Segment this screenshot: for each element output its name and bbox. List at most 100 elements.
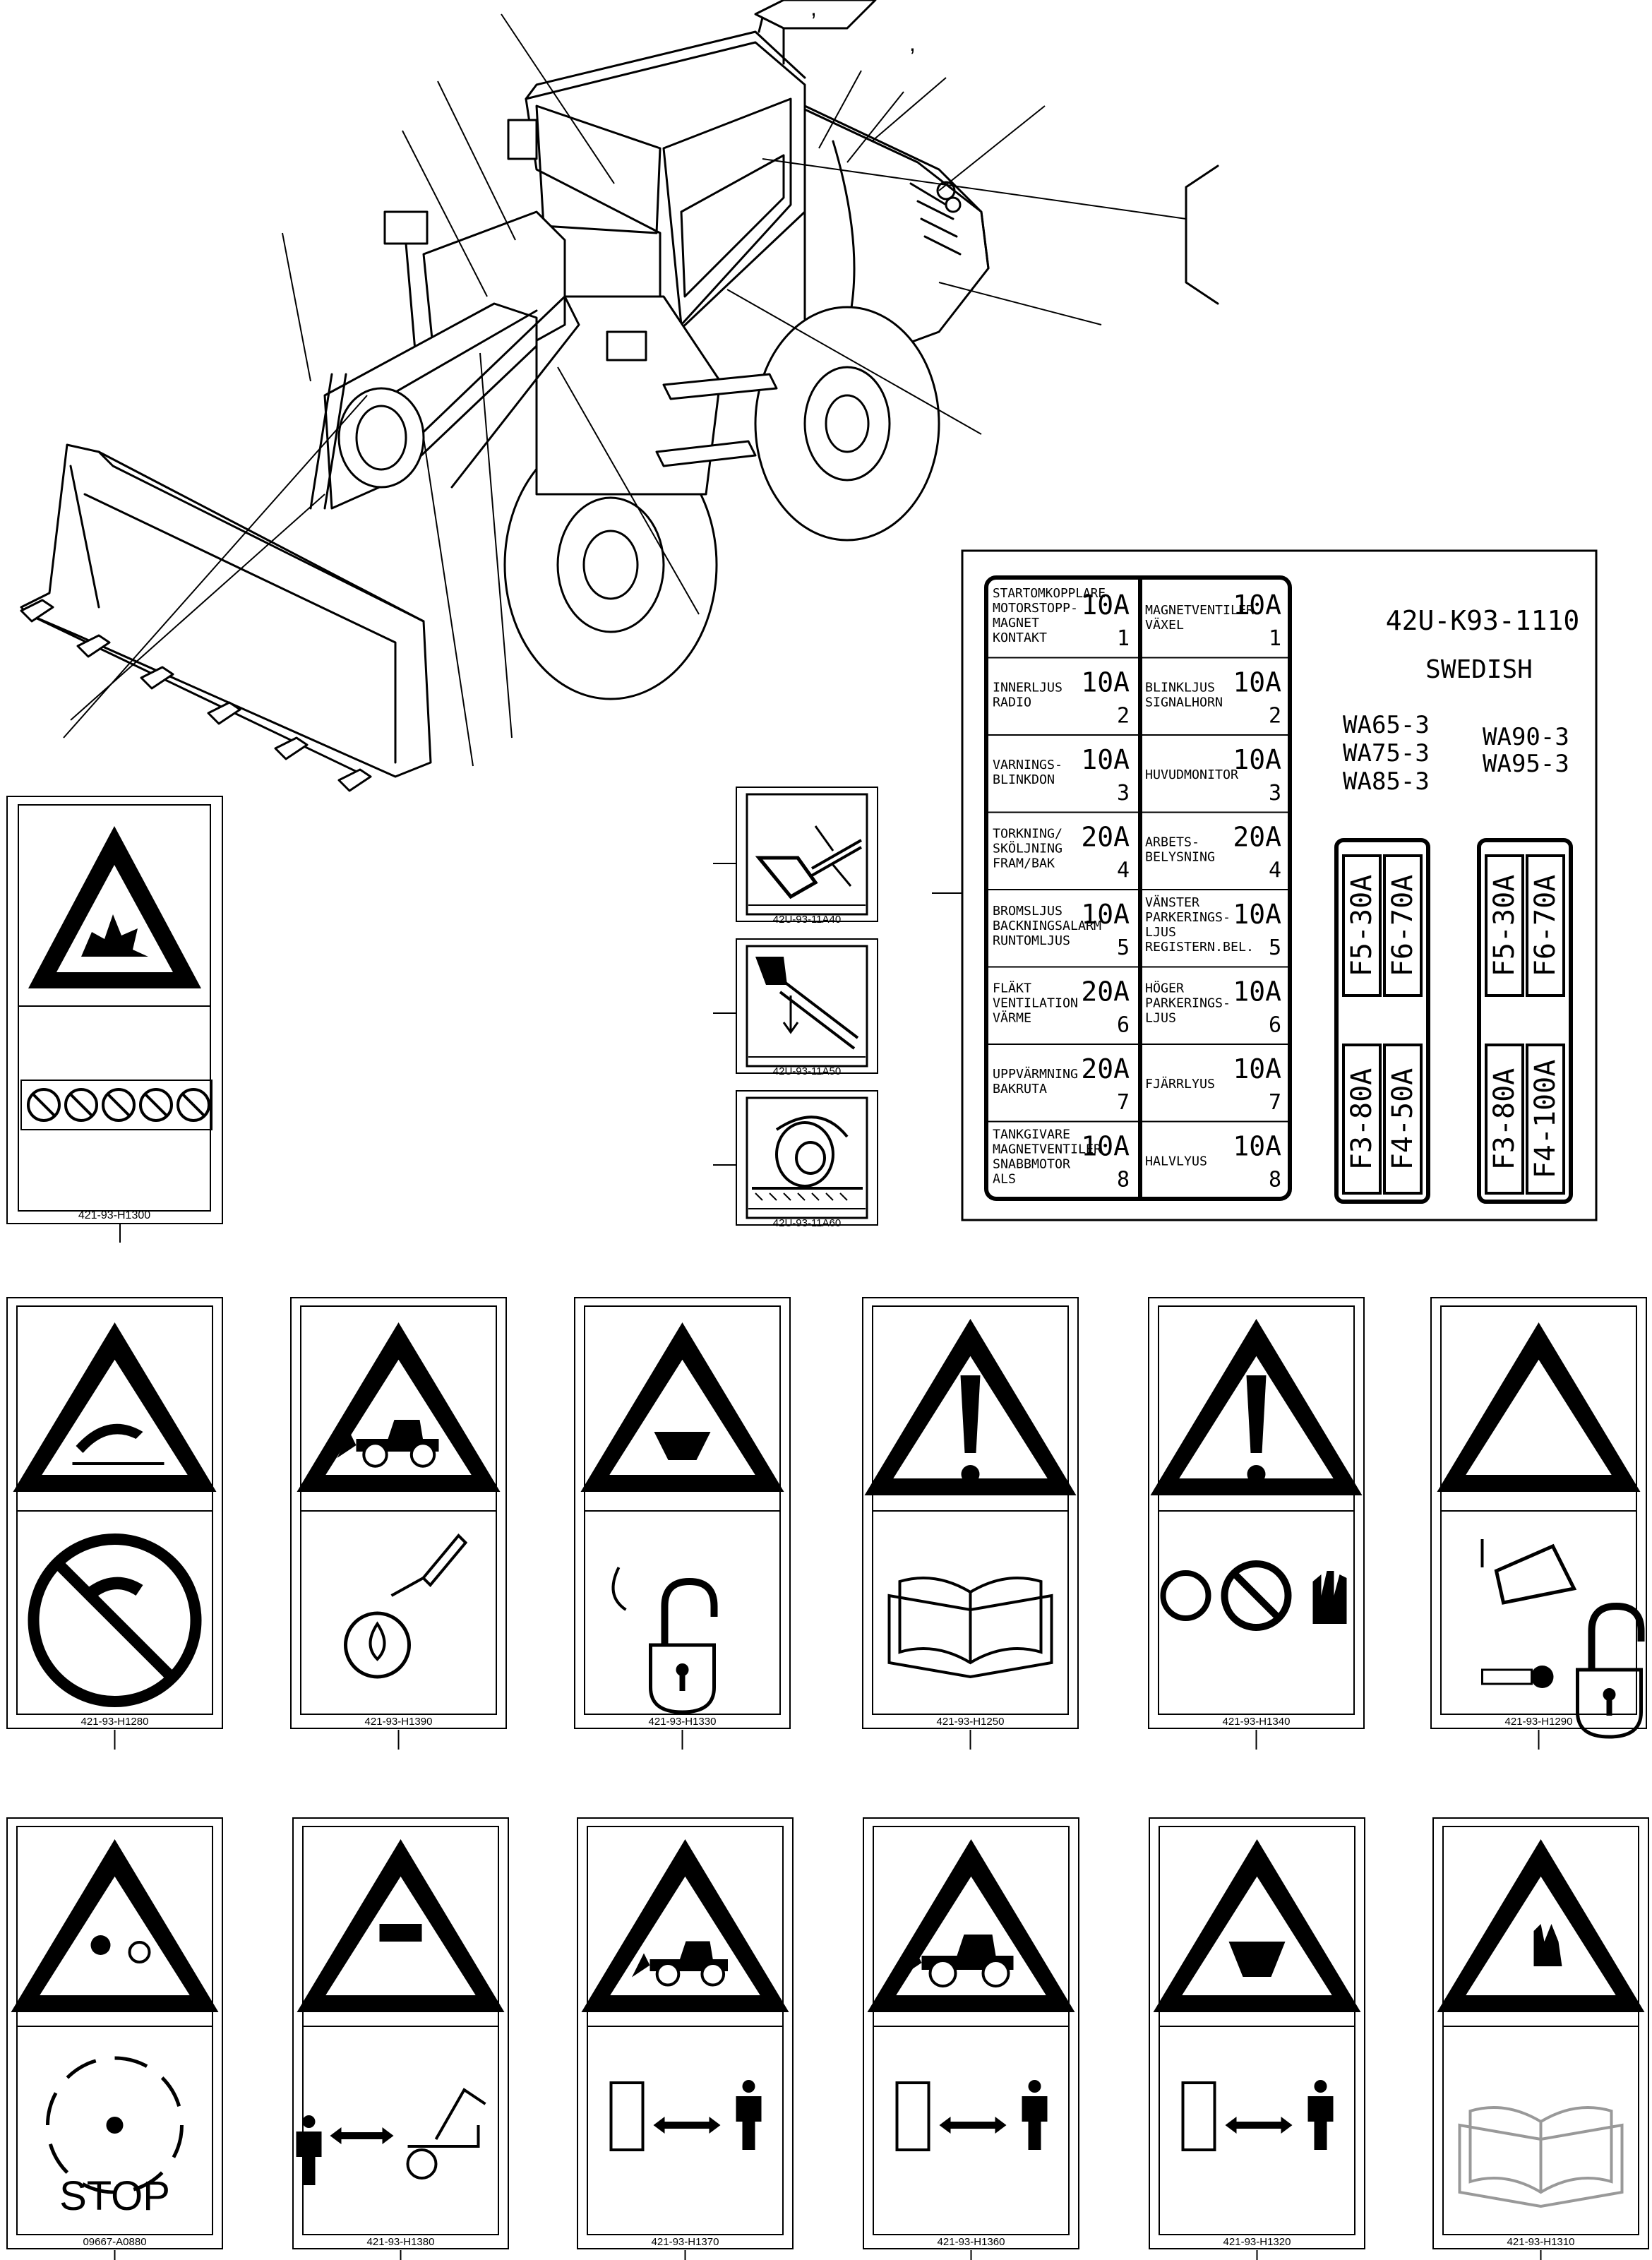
fuse-amperage: 10A <box>1081 899 1130 930</box>
person-icon <box>1022 2096 1048 2150</box>
loader-bucket-icon <box>900 1949 922 1977</box>
fuse-circuit-label: BAKRUTA <box>993 1082 1047 1096</box>
oil-can-spout-icon <box>390 1577 424 1597</box>
key-blade-icon <box>1481 1668 1533 1685</box>
fuse-circuit-label: MAGNETVENTILER <box>1145 603 1254 618</box>
belt-pulley-icon <box>128 1941 151 1963</box>
decal-h1300: 421-93-H1300 <box>6 796 223 1243</box>
warning-triangle-inner <box>1466 1359 1612 1475</box>
decal-inner-frame <box>873 1826 1070 2235</box>
fuse-amperage: 10A <box>1081 590 1130 621</box>
rotation-arrow-icon <box>133 2171 164 2192</box>
fuse-circuit-label: FLÄKT <box>993 981 1031 996</box>
fuse-number: 5 <box>1269 935 1281 960</box>
small-decal-part-number: 42U-93-11A60 <box>773 1217 841 1229</box>
padlock-keyhole-slot <box>1606 1694 1612 1716</box>
fuse-circuit-label: MAGNETVENTILER <box>993 1142 1101 1157</box>
fuse-circuit-label: LJUS <box>1145 1011 1176 1026</box>
main-fuse-cell <box>1342 854 1382 997</box>
model-name: WA85-3 <box>1343 767 1430 796</box>
loader-outline-icon <box>407 2088 486 2148</box>
fuse-circuit-label: TANKGIVARE <box>993 1128 1070 1142</box>
main-fuse-cell <box>1383 1044 1423 1195</box>
fuse-amperage: 20A <box>1081 976 1130 1008</box>
fuse-circuit-label: TORKNING/ <box>993 827 1063 842</box>
warning-triangle-inner <box>1182 1876 1332 1995</box>
main-fuse-label: F6-70A <box>1529 875 1562 977</box>
double-arrow-icon <box>1225 2117 1293 2134</box>
no-touch-icon <box>1221 1560 1292 1631</box>
person-head-icon <box>742 2080 755 2093</box>
hand-stop-icon <box>1312 1571 1347 1624</box>
fuse-circuit-label: LJUS <box>1145 925 1176 940</box>
fuse-number: 1 <box>1117 626 1130 651</box>
rotation-arrow-icon <box>172 2124 184 2158</box>
model-name: WA95-3 <box>1483 750 1569 778</box>
padlock-shackle-icon <box>661 1577 718 1645</box>
explosion-icon <box>81 914 148 957</box>
fuse-circuit-label: RADIO <box>993 695 1031 710</box>
padlock-body-icon <box>1576 1668 1643 1739</box>
fuse-circuit-label: VARNINGS- <box>993 758 1063 772</box>
prohibition-slash-icon <box>54 1560 176 1681</box>
loader-wheel-icon <box>362 1442 388 1468</box>
decal-row1-2: 421-93-H1390 <box>290 1297 507 1750</box>
small-decal-part-number: 42U-93-11A40 <box>773 914 841 926</box>
fuse-number: 7 <box>1117 1090 1130 1115</box>
decal-part-number: 421-93-H1340 <box>1223 1716 1291 1728</box>
fuse-circuit-label: SKÖLJNING <box>993 841 1063 856</box>
decal-part-number: 421-93-H1380 <box>367 2236 435 2248</box>
small-decal-11a50: 42U-93-11A50 <box>713 938 878 1077</box>
fuse-number: 3 <box>1269 781 1281 806</box>
fuse-circuit-label: ARBETS- <box>1145 835 1199 850</box>
hand-icon <box>86 1577 143 1599</box>
prohibition-slash-icon <box>1231 1570 1282 1621</box>
fuse-circuit-label: VÄNSTER <box>1145 895 1199 910</box>
fuse-amperage: 10A <box>1233 744 1281 775</box>
fuse-circuit-label: HÖGER <box>1145 981 1184 996</box>
decal-row1-4: 421-93-H1250 <box>862 1297 1079 1750</box>
rotation-arrow-icon <box>160 2076 181 2107</box>
rotation-arrow-icon <box>114 2056 148 2068</box>
main-fuse-cell <box>1485 854 1524 997</box>
decal-inner-frame <box>302 1826 499 2235</box>
exclamation-dot-icon <box>1247 1465 1266 1483</box>
wheel-loader-illustration <box>20 0 1219 792</box>
oil-level-icon <box>344 1611 411 1679</box>
fuse-amperage: 10A <box>1233 976 1281 1008</box>
rotation-arrow-icon <box>81 2182 115 2194</box>
fuse-circuit-label: PARKERINGS- <box>1145 910 1231 925</box>
person-icon <box>736 2096 762 2150</box>
person-head-icon <box>302 2115 316 2128</box>
exclamation-dot-icon <box>961 1465 980 1483</box>
machine-outline-icon <box>895 2081 930 2151</box>
prohibition-icon-row <box>27 1088 210 1122</box>
main-fuse-block-frame <box>1334 838 1430 1204</box>
main-fuse-cell <box>1383 854 1423 997</box>
decal-part-number: 421-93-H1330 <box>649 1716 717 1728</box>
decal-inner-frame <box>1159 1826 1355 2235</box>
person-head-icon <box>1028 2080 1041 2093</box>
no-key-icon <box>1160 1570 1211 1621</box>
main-fuse-label: F5-30A <box>1346 875 1378 977</box>
fuse-number: 4 <box>1117 859 1130 883</box>
machine-outline-icon <box>1181 2081 1216 2151</box>
small-decal-part-number: 42U-93-11A50 <box>773 1065 841 1077</box>
falling-load-icon <box>379 1924 422 1942</box>
fuse-number: 4 <box>1269 859 1281 883</box>
main-fuse-label: F3-80A <box>1346 1068 1378 1171</box>
main-fuse-label: F5-30A <box>1488 875 1521 977</box>
oil-drop-icon <box>369 1621 386 1661</box>
fuse-circuit-label: SNABBMOTOR <box>993 1157 1070 1172</box>
manual-book-pages <box>1468 2106 1613 2194</box>
rotate-arrow-icon <box>611 1567 627 1611</box>
loader-wheel-icon <box>981 1959 1010 1987</box>
padlock-body-icon <box>649 1643 716 1714</box>
decal-row1-6: 421-93-H1290 <box>1430 1297 1647 1750</box>
padlock-shackle-icon <box>1588 1602 1645 1670</box>
rotation-arrow-icon <box>46 2092 58 2126</box>
